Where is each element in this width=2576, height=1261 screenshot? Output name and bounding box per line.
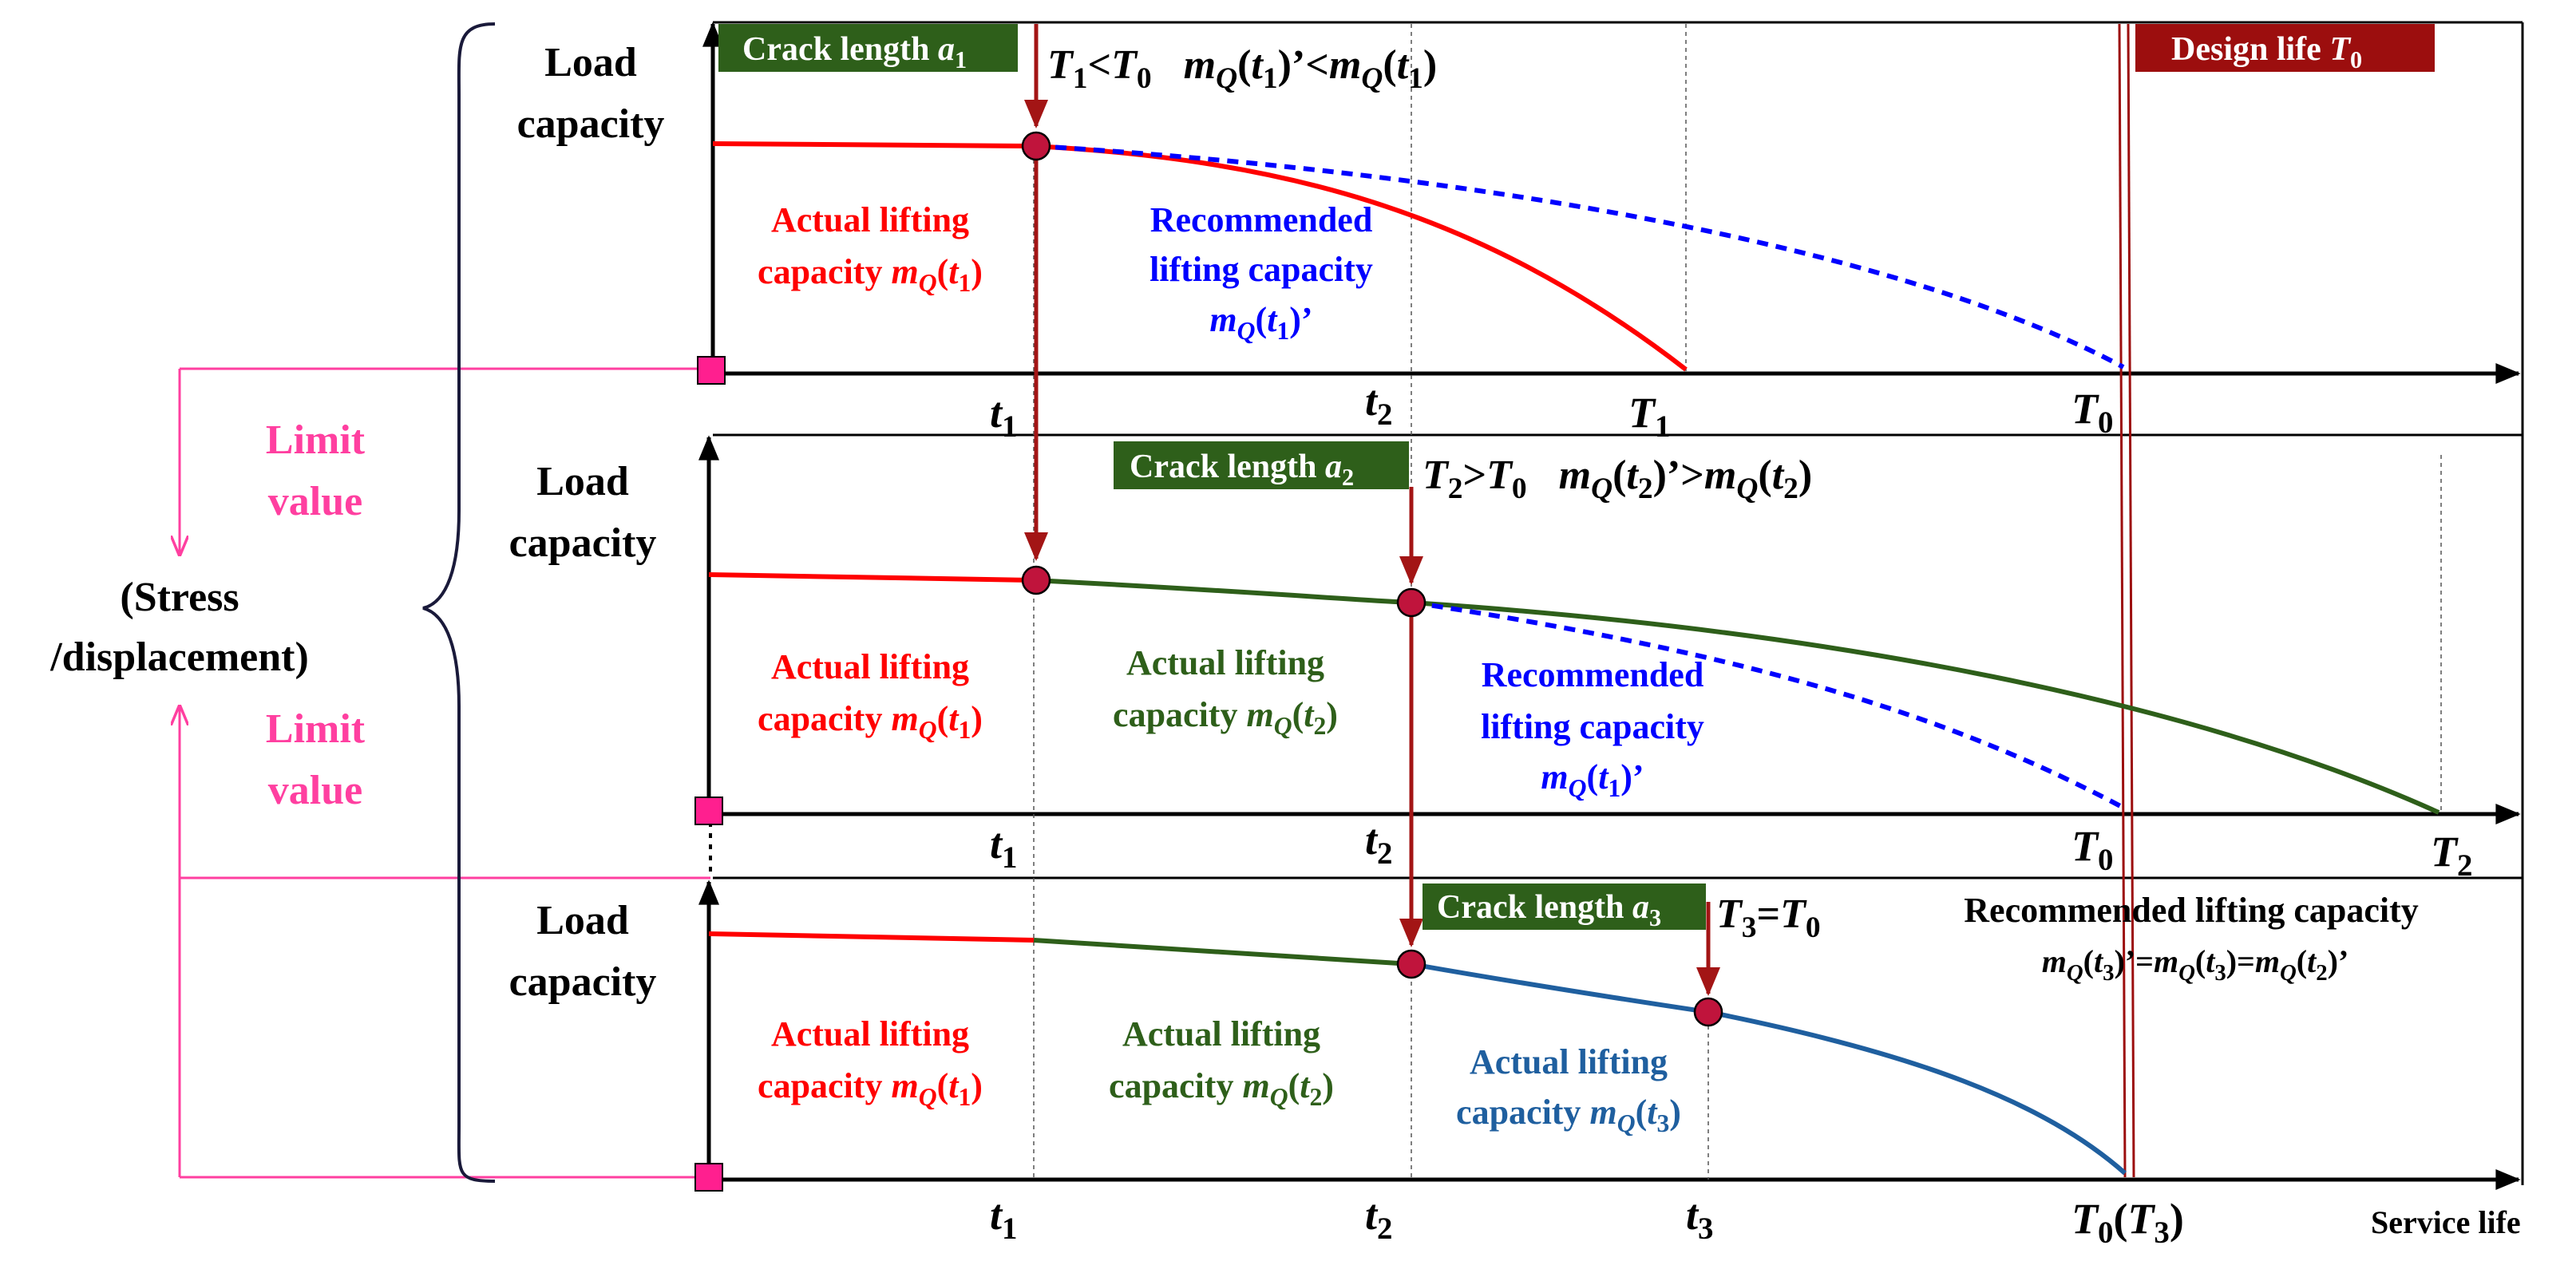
panel3-actual2-curve [1033, 938, 1412, 967]
panel3-rec-title: Recommended lifting capacity [1964, 891, 2418, 930]
y-axis-labels: Load capacity Load capacity Load capacit… [509, 40, 665, 1005]
tick-p2-T2: T2 [2431, 828, 2472, 883]
panel1-rec-label-1: Recommended [1150, 200, 1373, 239]
panel3-actual1-curve [708, 931, 1035, 943]
limit-square-panel3 [694, 1163, 723, 1192]
tick-p3-t1: t1 [990, 1191, 1017, 1246]
tick-p1-t1: t1 [990, 389, 1017, 444]
crack-box-3: Crack length a3 [1423, 883, 1706, 931]
panel2-actual2-label-1: Actual lifting [1126, 643, 1324, 682]
panel1-actual-label-2: capacity mQ(t1) [758, 252, 983, 297]
panel1-rec-label-3: mQ(t1)’ [1209, 300, 1312, 345]
limit-connectors [180, 367, 710, 1179]
panel1-recommended-curve [1035, 144, 2125, 370]
curves [708, 141, 2440, 1176]
crack-box-1: Crack length a1 [718, 24, 1018, 73]
panel3-rec-equation: mQ(t3)’=mQ(t3)=mQ(t2)’ [2042, 943, 2349, 986]
panel2-labels: Actual lifting capacity mQ(t1) Actual li… [758, 643, 1704, 802]
marker-panel3-t2 [1396, 949, 1426, 979]
crack-box-2: Crack length a2 [1114, 441, 1409, 491]
marker-panel2-t1 [1021, 565, 1051, 595]
panel-frames [713, 21, 2524, 1185]
panel2-actual2-curve [1033, 578, 2440, 815]
panel3-labels: Actual lifting capacity mQ(t1) Actual li… [758, 891, 2419, 1137]
marker-panel2-t2 [1396, 587, 1426, 618]
left-labels: (Stress /displacement) Limit value Limit… [49, 417, 366, 813]
tick-p3-t2: t2 [1365, 1191, 1392, 1246]
panel2-actual1-label-2: capacity mQ(t1) [758, 699, 983, 744]
stress-label-1: (Stress [120, 575, 239, 620]
crack-arrows [1024, 24, 1720, 996]
panel2-ylabel-2: capacity [509, 520, 657, 566]
marker-panel1-t1 [1021, 131, 1051, 161]
panel2-ylabel-1: Load [536, 459, 629, 504]
tick-p1-T0: T0 [2071, 385, 2113, 440]
limit-squares [694, 356, 726, 1192]
tick-p1-t2: t2 [1365, 377, 1392, 432]
tick-labels: t1 t2 T1 T0 t1 t2 T0 T2 t1 t2 t3 T0(T3) [990, 377, 2472, 1250]
tick-p1-T1: T1 [1628, 389, 1670, 444]
tick-p3-T0T3: T0(T3) [2071, 1195, 2184, 1250]
limit-square-panel1 [697, 356, 726, 385]
marker-panel3-t3 [1693, 997, 1723, 1027]
panel3-condition: T3=T0 [1716, 891, 1821, 944]
tick-p3-t3: t3 [1686, 1191, 1713, 1246]
panel3-ylabel-1: Load [536, 898, 629, 943]
panel2-rec-label-3: mQ(t1)’ [1541, 757, 1644, 802]
limit-bottom-1: Limit [266, 706, 366, 752]
stress-label-2: /displacement) [49, 634, 309, 680]
panel1-ylabel-1: Load [544, 40, 637, 85]
svg-text:Crack length a1: Crack length a1 [742, 31, 967, 73]
grouping-brace [422, 22, 496, 1183]
panel2-actual1-curve [708, 572, 1035, 583]
panel3-actual1-label-1: Actual lifting [771, 1014, 969, 1053]
limit-bottom-2: value [268, 768, 362, 813]
panel3-actual3-label-2: capacity mQ(t3) [1456, 1093, 1681, 1137]
limit-square-panel2 [694, 797, 723, 825]
panel1-actual-label-1: Actual lifting [771, 200, 969, 239]
panel1-labels: Actual lifting capacity mQ(t1) Recommend… [758, 200, 1373, 345]
svg-text:Crack length a3: Crack length a3 [1437, 889, 1661, 931]
tick-p2-T0: T0 [2071, 822, 2113, 877]
panel2-recommended-curve [1412, 600, 2125, 810]
panel3-ylabel-2: capacity [509, 959, 657, 1005]
design-life-box: Design life T0 [2135, 24, 2435, 73]
panel3-actual1-label-2: capacity mQ(t1) [758, 1066, 983, 1111]
panel2-actual1-label-1: Actual lifting [771, 647, 969, 686]
limit-top-2: value [268, 479, 362, 524]
guide-lines [709, 24, 2442, 1180]
panel3-actual3-label-1: Actual lifting [1470, 1042, 1668, 1081]
markers [1021, 131, 1723, 1027]
tick-p2-t1: t1 [990, 820, 1017, 875]
panel2-actual2-label-2: capacity mQ(t2) [1113, 695, 1338, 740]
panel1-rec-label-2: lifting capacity [1150, 250, 1373, 289]
tick-p2-t2: t2 [1365, 816, 1392, 871]
panel2-rec-label-1: Recommended [1482, 655, 1704, 694]
svg-text:Crack length a2: Crack length a2 [1130, 449, 1354, 491]
panel3-actual3-curve [1411, 962, 2127, 1176]
svg-text:Design life T0: Design life T0 [2171, 31, 2362, 73]
panel2-rec-label-2: lifting capacity [1481, 707, 1704, 746]
x-axis-label: Service life [2371, 1204, 2521, 1240]
design-life-line [2118, 23, 2135, 1178]
axes [698, 22, 2521, 1190]
panel3-actual2-label-2: capacity mQ(t2) [1109, 1066, 1334, 1111]
panel3-actual2-label-1: Actual lifting [1122, 1014, 1320, 1053]
limit-top-1: Limit [266, 417, 366, 463]
panel1-ylabel-2: capacity [517, 101, 665, 147]
